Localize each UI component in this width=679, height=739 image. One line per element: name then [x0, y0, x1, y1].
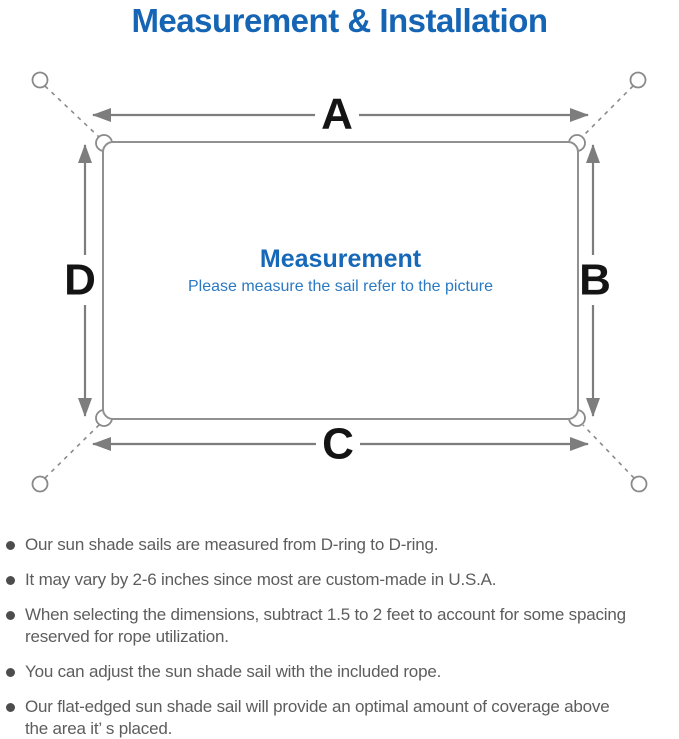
rope-line-top-left: [44, 85, 100, 138]
anchor-ring-bottom-right: [630, 475, 648, 493]
measurement-subtext: Please measure the sail refer to the pic…: [187, 278, 494, 295]
rope-line-bottom-left: [44, 424, 100, 479]
rope-line-top-right: [581, 85, 634, 138]
label-a-background: [315, 93, 359, 135]
list-item: You can adjust the sun shade sail with t…: [6, 661, 674, 683]
label-d-background: [59, 255, 101, 305]
dimension-label-b: B: [579, 256, 611, 305]
dimension-label-d: D: [64, 256, 96, 305]
label-b-background: [580, 255, 614, 305]
list-item-text: When selecting the dimensions, subtract …: [25, 605, 626, 646]
dimension-label-c: C: [322, 420, 354, 469]
list-item: When selecting the dimensions, subtract …: [6, 604, 674, 648]
bullet-dot-icon: [6, 703, 15, 712]
list-item: It may vary by 2-6 inches since most are…: [6, 569, 674, 591]
anchor-ring-top-left: [31, 71, 49, 89]
sail-rectangle: [102, 141, 579, 420]
list-item: Our flat-edged sun shade sail will provi…: [6, 696, 674, 739]
bullet-dot-icon: [6, 541, 15, 550]
bullet-dot-icon: [6, 576, 15, 585]
bullet-dot-icon: [6, 611, 15, 620]
bullet-dot-icon: [6, 668, 15, 677]
page-title: Measurement & Installation: [131, 2, 548, 39]
list-item-text: Our sun shade sails are measured from D-…: [25, 535, 439, 554]
sail-center-text: Measurement Please measure the sail refe…: [103, 245, 578, 297]
list-item-text: You can adjust the sun shade sail with t…: [25, 662, 442, 681]
anchor-ring-bottom-left: [31, 475, 49, 493]
list-item-text: Our flat-edged sun shade sail will provi…: [25, 697, 610, 738]
measurement-diagram: A C D B: [31, 71, 648, 493]
instruction-list: Our sun shade sails are measured from D-…: [6, 534, 674, 739]
dimension-label-a: A: [321, 90, 353, 139]
label-c-background: [316, 423, 360, 465]
list-item: Our sun shade sails are measured from D-…: [6, 534, 674, 556]
measurement-heading: Measurement: [259, 245, 422, 273]
rope-line-bottom-right: [582, 424, 635, 479]
anchor-ring-top-right: [629, 71, 647, 89]
list-item-text: It may vary by 2-6 inches since most are…: [25, 570, 497, 589]
